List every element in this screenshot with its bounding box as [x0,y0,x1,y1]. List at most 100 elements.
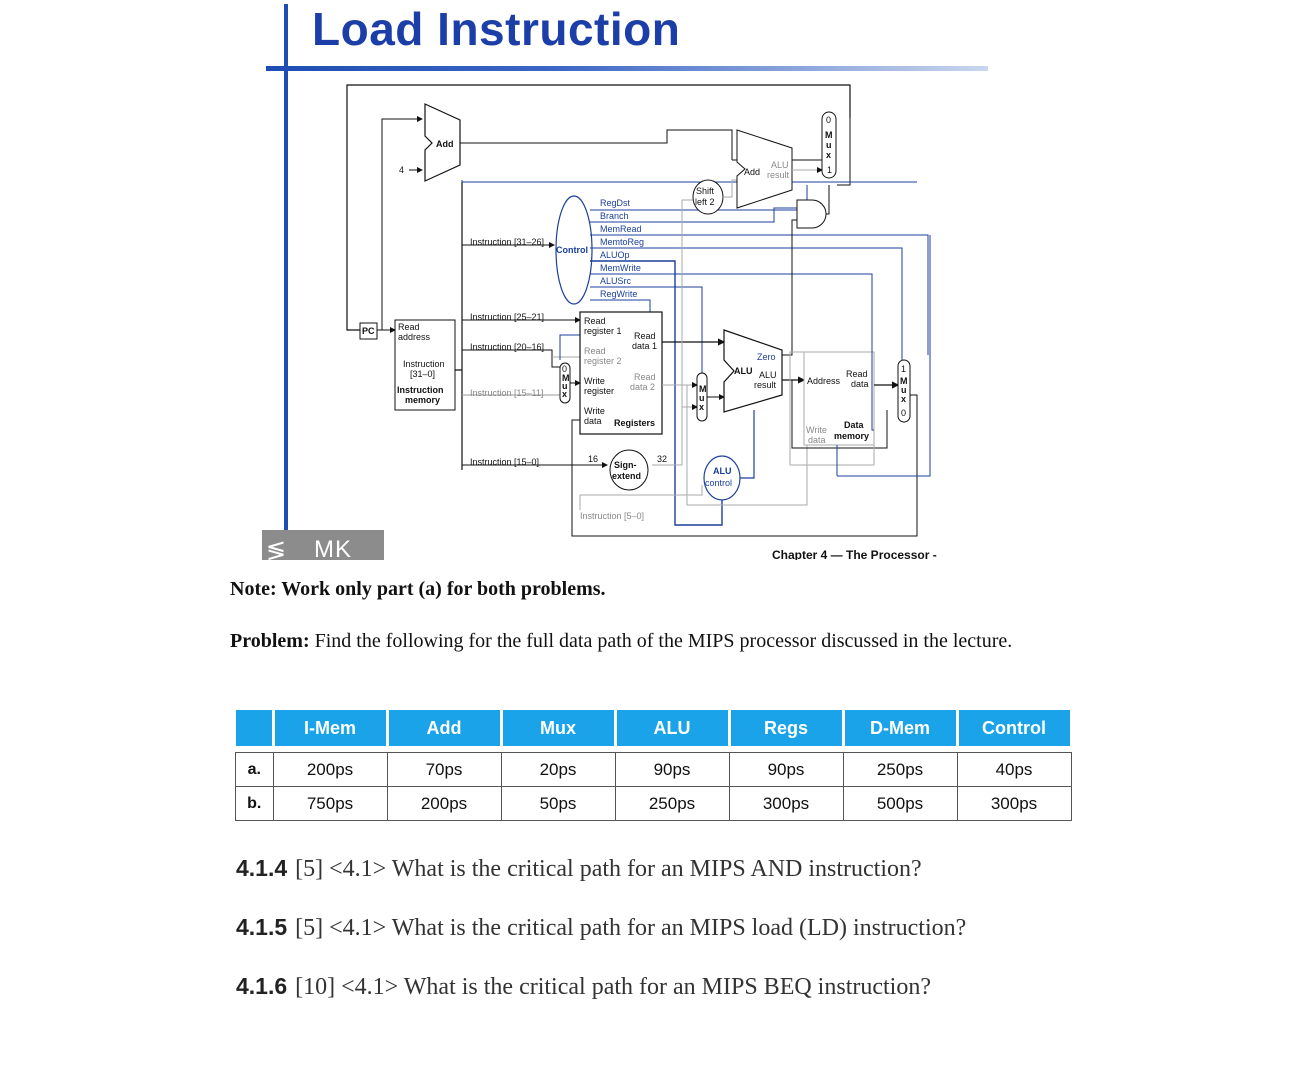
shift-label-1: Shift [696,186,715,196]
sign-extend-label-2: extend [612,471,641,481]
reg-writedata-label-2: data [584,416,602,426]
registers-label: Registers [614,418,655,428]
instruction-memory [394,319,456,411]
table-cell: 250ps [614,786,730,821]
imem-read-label-1: Read [398,322,420,332]
alusrc-mux-u: u [699,393,705,403]
problem-text: Find the following for the full data pat… [309,630,1013,652]
branch-alu-result-2: result [767,170,790,180]
alu-control-label-2: control [705,478,732,488]
reg-data2-label-1: Read [634,372,656,382]
signal-branch: Branch [600,211,629,221]
sign-extend-label-1: Sign- [614,460,637,470]
branch-adder-label: Add [744,167,760,177]
exercise-4-1-4: 4.1.4 [5] <4.1> What is the critical path… [236,855,922,883]
logo-text: MK [314,536,352,560]
signal-memwrite: MemWrite [600,263,641,273]
exercise-number: 4.1.4 [236,855,288,881]
signal-memtoreg: MemtoReg [600,237,644,247]
reg-write-label-2: register [584,386,614,396]
pcsrc-mux-x: x [826,150,831,160]
alu-zero-label: Zero [757,352,776,362]
instr-31-26-label: Instruction [31–26] [470,237,544,247]
alu-result-label-2: result [754,380,777,390]
table-cell: 200ps [386,786,502,821]
exercise-4-1-6: 4.1.6 [10] <4.1> What is the critical pat… [236,973,931,1001]
memtoreg-mux-u: u [901,385,907,395]
reg-data1-label-2: data 1 [632,341,657,351]
alu-control-label-1: ALU [713,466,732,476]
reg-read2-label-1: Read [584,346,606,356]
control-label: Control [556,245,588,255]
exercise-number: 4.1.5 [236,914,288,940]
exercise-number: 4.1.6 [236,973,288,999]
dmem-write-label-2: data [808,435,826,445]
reg-read2-label-2: register 2 [584,356,622,366]
instr-25-21-label: Instruction [25–21] [470,312,544,322]
memtoreg-mux-zero: 0 [901,408,906,418]
regdst-mux-m: M [562,373,570,383]
pcsrc-mux-u: u [826,140,832,150]
header-alu: ALU [615,710,731,746]
shift-label-2: left 2 [695,197,715,207]
instr-15-11-label: Instruction [15–11] [470,388,543,398]
pcsrc-mux-zero: 0 [826,115,831,125]
dmem-write-label-1: Write [806,425,827,435]
alu-result-label-1: ALU [759,370,777,380]
table-corner [235,710,275,746]
exercise-4-1-5: 4.1.5[5] <4.1> What is the critical path… [236,914,966,942]
reg-writedata-label-1: Write [584,406,605,416]
reg-read1-label-2: register 1 [584,326,622,336]
header-regs: Regs [729,710,845,746]
dmem-read-label-1: Read [846,369,868,379]
table-cell: 300ps [956,786,1072,821]
imem-name-1: Instruction [397,385,444,395]
imem-read-label-2: address [398,332,431,342]
header-control: Control [957,710,1073,746]
pc-label: PC [362,326,375,336]
table-cell: 20ps [500,752,616,787]
exercise-text: [10] <4.1> What is the critical path for… [295,974,931,1000]
memtoreg-mux-one: 1 [901,364,906,374]
dmem-read-label-2: data [851,379,869,389]
signal-memread: MemRead [600,224,642,234]
dmem-name-1: Data [844,420,865,430]
register-file [579,311,663,435]
dmem-name-2: memory [834,431,869,441]
alusrc-mux-x: x [699,402,704,412]
memtoreg-mux-x: x [901,394,906,404]
table-row: b. 750ps 200ps 50ps 250ps 300ps 500ps 30… [235,786,1072,821]
alusrc-mux-m: M [699,384,707,394]
table-cell: 90ps [614,752,730,787]
table-cell: 90ps [728,752,844,787]
pc-adder-label: Add [436,139,454,149]
regdst-mux-u: u [562,381,568,391]
imem-name-2: memory [405,395,440,405]
pcsrc-mux-m: M [825,130,833,140]
instr-15-0-label: Instruction [15–0] [470,457,539,467]
instr-20-16-label: Instruction [20–16] [470,342,544,352]
signal-regwrite: RegWrite [600,289,637,299]
logo-left-glyph: ≶ [266,537,288,560]
latency-table: I-Mem Add Mux ALU Regs D-Mem Control a. … [235,710,1073,821]
table-header-row: I-Mem Add Mux ALU Regs D-Mem Control [235,710,1073,746]
control-unit [555,195,593,305]
reg-data2-label-2: data 2 [630,382,655,392]
problem-label: Problem: [230,630,310,652]
regdst-mux-zero: 0 [562,364,567,374]
main-alu [723,329,783,413]
reg-write-label-1: Write [584,376,605,386]
memtoreg-mux [897,359,911,423]
exercise-text: [5] <4.1> What is the critical path for … [295,856,922,882]
pc-adder [424,103,461,182]
lecture-slide: Load Instruction Add 4 PC Read address [262,0,992,560]
title-vertical-bar [284,4,288,560]
dmem-address-label: Address [807,376,841,386]
header-dmem: D-Mem [843,710,959,746]
row-label: b. [235,786,274,821]
reg-read1-label-1: Read [584,316,606,326]
bits-32-label: 32 [657,454,667,464]
signal-regdst: RegDst [600,198,631,208]
regdst-mux-x: x [562,389,567,399]
imem-instr-label-2: [31–0] [410,369,435,379]
